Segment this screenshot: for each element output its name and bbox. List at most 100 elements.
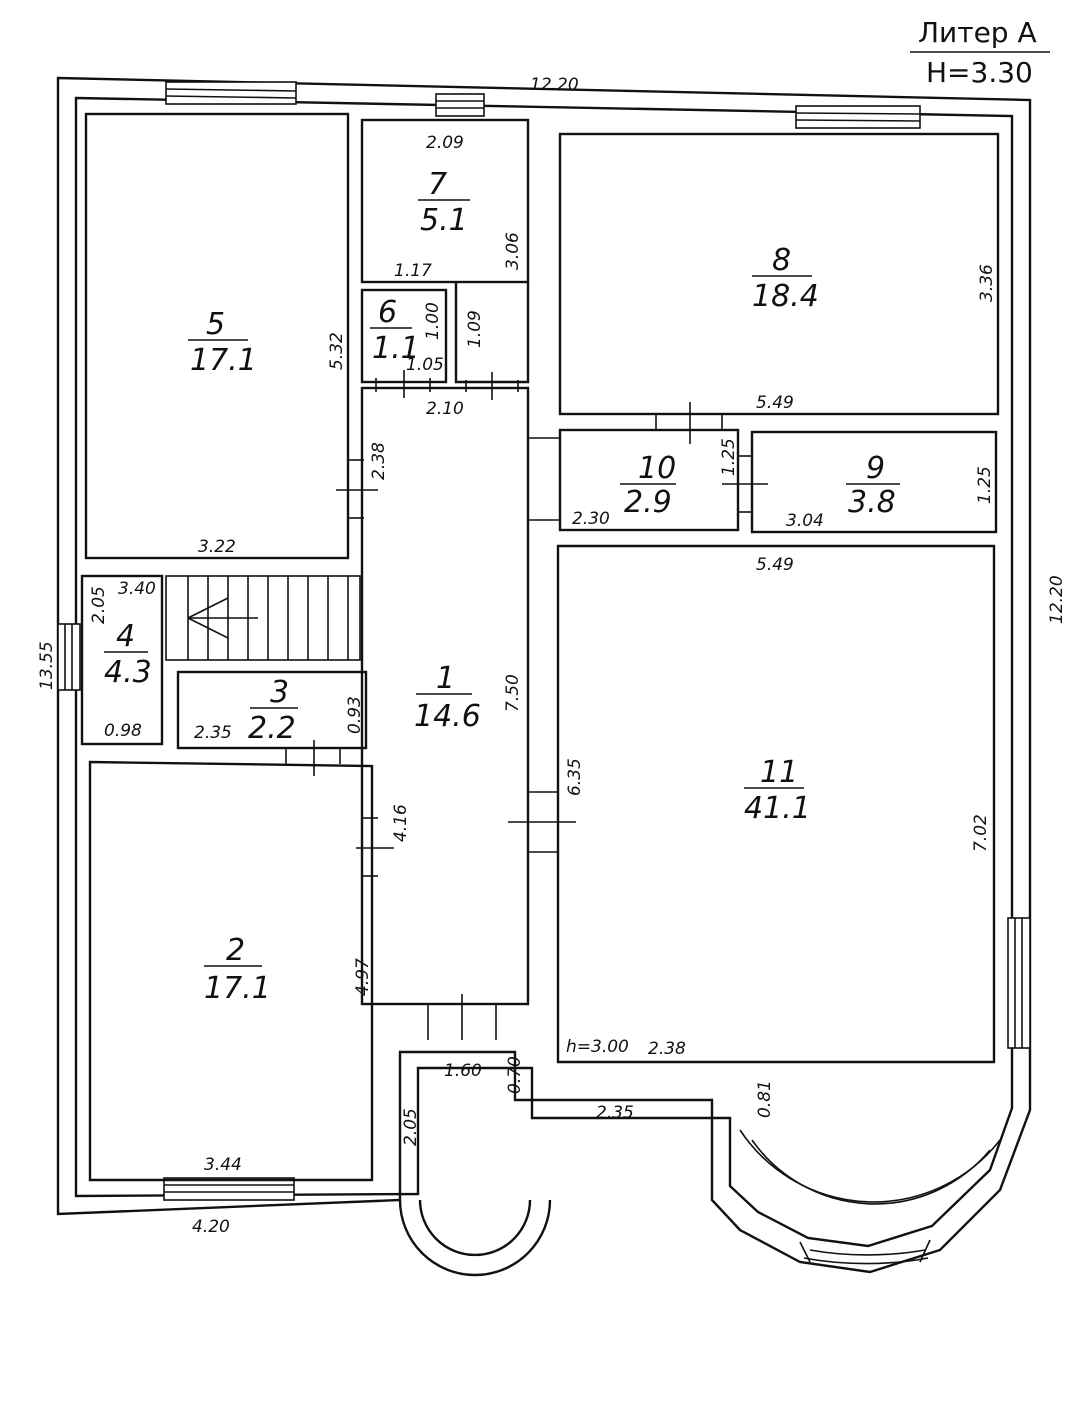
room-labels: 5 17.1 7 5.1 6 1.1 8 18.4 10 2.9 9 3.8 (104, 167, 900, 1006)
svg-text:6: 6 (378, 295, 397, 330)
room-2-label: 2 17.1 (204, 933, 271, 1006)
dim-corridor-top: 2.10 (426, 399, 464, 419)
dim-room3-height: 0.93 (345, 696, 365, 734)
room-5-outline (84, 112, 350, 560)
dim-room9-width: 3.04 (786, 511, 824, 531)
dim-room11-height: 7.02 (971, 814, 991, 852)
dim-corridor-height: 7.50 (503, 674, 523, 712)
door-10 (528, 437, 560, 521)
svg-text:2.9: 2.9 (624, 485, 672, 520)
dim-door5: 2.38 (369, 442, 389, 480)
svg-text:9: 9 (866, 451, 885, 486)
room-8-outline (558, 132, 1000, 416)
dim-room4-width: 0.98 (104, 721, 142, 741)
outer-walls (56, 76, 1032, 1277)
room-9-label: 9 3.8 (846, 451, 900, 520)
svg-text:18.4: 18.4 (752, 279, 819, 314)
window-top-mid (435, 93, 485, 117)
header-block: Литер А Н=3.30 (910, 16, 1050, 89)
dim-room11-step: 0.81 (755, 1080, 775, 1118)
dim-hall-length: 2.35 (596, 1103, 634, 1123)
svg-text:1: 1 (436, 661, 455, 696)
door-6 (375, 370, 431, 398)
dim-room5-width: 3.22 (198, 537, 236, 557)
svg-text:1.1: 1.1 (372, 331, 420, 366)
dim-room6-height: 1.00 (423, 302, 443, 340)
door-5 (336, 459, 378, 519)
svg-text:5: 5 (206, 307, 225, 342)
door-2 (356, 817, 394, 877)
svg-text:3: 3 (270, 675, 289, 710)
room-7-outline (360, 118, 530, 284)
svg-text:2: 2 (226, 933, 245, 968)
dim-room8-width: 5.49 (756, 393, 794, 413)
dim-room10-height: 1.25 (719, 438, 739, 476)
window-left (57, 623, 81, 691)
room-8-label: 8 18.4 (752, 243, 819, 314)
room-3-label: 3 2.2 (248, 675, 298, 746)
svg-text:17.1: 17.1 (204, 971, 271, 1006)
dim-door2: 4.16 (391, 804, 411, 842)
window-top-left (165, 81, 297, 105)
door-entrance (427, 994, 497, 1040)
svg-text:11: 11 (760, 755, 798, 790)
dim-left-height: 13.55 (37, 641, 57, 690)
window-bottom-left (163, 1177, 295, 1201)
window-top-right (795, 105, 921, 129)
room-outlines (80, 112, 1000, 1182)
dim-room6-width: 1.05 (406, 355, 444, 375)
room-6-label: 6 1.1 (370, 295, 420, 366)
room-3-outline (176, 670, 368, 750)
room-9-outline (750, 430, 998, 534)
svg-text:4: 4 (116, 619, 135, 654)
dim-room5-height: 5.32 (327, 332, 347, 370)
window-right (1007, 917, 1031, 1049)
dim-room10-width: 2.30 (572, 509, 610, 529)
svg-text:41.1: 41.1 (744, 791, 811, 826)
windows (57, 81, 1031, 1265)
dim-room11-width: 5.49 (756, 555, 794, 575)
doors (285, 370, 768, 1040)
dim-room3-width: 2.35 (194, 723, 232, 743)
dim-right-height: 12.20 (1047, 575, 1067, 624)
dim-room7-lower-height: 1.09 (465, 310, 485, 348)
room-5-label: 5 17.1 (188, 307, 257, 378)
dim-room11-lower-width: 2.38 (648, 1039, 686, 1059)
dim-room9-height: 1.25 (975, 466, 995, 504)
door-8 (655, 402, 723, 444)
door-7 (465, 372, 519, 400)
dim-bottom-width: 4.20 (192, 1217, 230, 1237)
svg-text:2.2: 2.2 (248, 711, 296, 746)
note-ceiling-height: h=3.00 (566, 1037, 629, 1057)
room-7-label: 7 5.1 (418, 167, 470, 238)
svg-text:5.1: 5.1 (420, 203, 468, 238)
door-11 (508, 791, 576, 853)
room-11-outline (556, 544, 996, 1064)
dim-room7-width: 2.09 (426, 133, 464, 153)
room-10-outline (558, 428, 740, 532)
stairs (165, 575, 361, 661)
dim-room2-width: 3.44 (204, 1155, 242, 1175)
room-11-label: 11 41.1 (744, 755, 811, 826)
svg-text:17.1: 17.1 (190, 343, 257, 378)
window-bay (739, 1129, 1001, 1265)
dim-top-width: 12.20 (530, 75, 579, 95)
dim-hall-width: 1.60 (444, 1061, 482, 1081)
room-2-outline (88, 760, 374, 1182)
header-height: Н=3.30 (926, 56, 1033, 89)
room-1-outline (360, 386, 530, 1006)
dim-hall-step: 0.70 (505, 1056, 525, 1094)
dimension-labels: 12.20 12.20 13.55 2.09 3.06 1.17 1.00 1.… (37, 75, 1067, 1237)
door-3 (285, 740, 341, 776)
svg-text:14.6: 14.6 (414, 699, 481, 734)
room-1-label: 1 14.6 (414, 661, 481, 734)
dim-room7-lower-width: 1.17 (394, 261, 432, 281)
svg-text:7: 7 (428, 167, 447, 202)
door-9 (722, 455, 768, 513)
dim-room7-height: 3.06 (503, 232, 523, 270)
dim-door11: 6.35 (565, 758, 585, 796)
room-4-label: 4 4.3 (104, 619, 152, 690)
room-4-outline (80, 574, 164, 746)
dim-room8-height: 3.36 (977, 264, 997, 302)
